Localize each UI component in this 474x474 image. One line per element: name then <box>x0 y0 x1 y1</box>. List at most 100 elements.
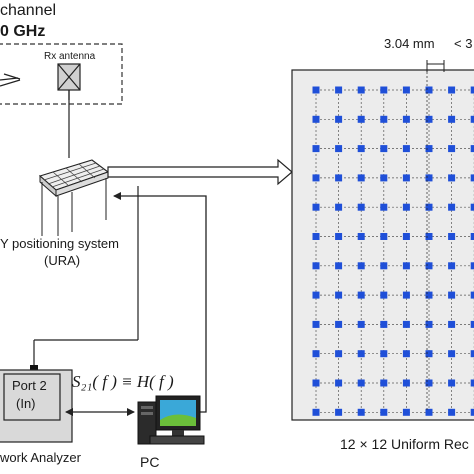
array-element <box>380 408 388 416</box>
array-element <box>402 262 410 270</box>
port-sublabel: (In) <box>16 396 36 411</box>
array-element <box>402 408 410 416</box>
pc-label: PC <box>140 454 160 470</box>
array-element <box>312 408 320 416</box>
array-element <box>402 320 410 328</box>
array-element <box>425 115 433 123</box>
array-element <box>357 379 365 387</box>
array-element <box>335 233 343 240</box>
array-element <box>335 174 343 182</box>
array-element <box>402 145 410 153</box>
array-element <box>312 350 320 358</box>
array-element <box>402 291 410 299</box>
array-element <box>402 203 410 211</box>
array-element <box>380 233 388 240</box>
array-element <box>380 350 388 358</box>
array-element <box>335 291 343 299</box>
transfer-function-equation: S₂₁( f ) ≡ H( f ) <box>72 372 174 391</box>
array-element <box>312 291 320 299</box>
array-element <box>335 86 343 94</box>
computer-icon <box>137 395 205 445</box>
array-element <box>357 86 365 94</box>
array-element <box>448 115 456 123</box>
array-element <box>448 320 456 328</box>
array-element <box>312 379 320 387</box>
port-connector <box>30 365 38 371</box>
array-element <box>448 174 456 182</box>
rx-antenna-label: Rx antenna <box>44 51 96 62</box>
antenna-element-icon <box>57 63 81 100</box>
array-element <box>448 408 456 416</box>
array-element <box>448 86 456 94</box>
array-element <box>357 145 365 153</box>
array-element <box>448 379 456 387</box>
array-element <box>380 320 388 328</box>
array-element <box>402 86 410 94</box>
array-element <box>380 86 388 94</box>
array-element <box>357 115 365 123</box>
channel-box <box>0 43 123 105</box>
array-element <box>470 86 474 94</box>
ura-caption: 12 × 12 Uniform Rec <box>340 436 469 452</box>
array-element <box>335 408 343 416</box>
array-element <box>335 145 343 153</box>
control-line <box>113 192 207 413</box>
array-element <box>312 174 320 182</box>
array-element <box>425 408 433 416</box>
positioning-system-label: Y positioning system <box>0 236 119 251</box>
array-element <box>380 115 388 123</box>
positioning-system-sublabel: (URA) <box>44 253 81 268</box>
array-element <box>448 291 456 299</box>
array-element <box>312 262 320 270</box>
array-element <box>470 203 474 211</box>
array-element <box>470 145 474 153</box>
ura-grid <box>312 86 474 416</box>
array-element <box>357 408 365 416</box>
array-element <box>312 145 320 153</box>
array-element <box>448 233 456 240</box>
array-element <box>335 379 343 387</box>
array-element <box>425 233 433 240</box>
array-element <box>425 379 433 387</box>
array-element <box>402 115 410 123</box>
array-element <box>425 145 433 153</box>
array-element <box>335 115 343 123</box>
array-element <box>425 320 433 328</box>
network-analyzer-label: work Analyzer <box>0 450 81 465</box>
array-element <box>470 379 474 387</box>
array-element <box>402 174 410 182</box>
array-element <box>357 350 365 358</box>
array-element <box>380 379 388 387</box>
array-element <box>448 203 456 211</box>
array-element <box>380 203 388 211</box>
array-element <box>470 408 474 416</box>
array-element <box>357 203 365 211</box>
array-element <box>380 262 388 270</box>
array-element <box>335 203 343 211</box>
array-element <box>402 379 410 387</box>
array-element <box>312 320 320 328</box>
mapping-arrow <box>107 158 293 186</box>
array-element <box>448 262 456 270</box>
spacing-marker <box>426 60 445 412</box>
array-element <box>470 262 474 270</box>
array-element <box>425 174 433 182</box>
port-box <box>3 373 61 421</box>
spacing-label: 3.04 mm <box>384 36 435 51</box>
array-element <box>335 320 343 328</box>
array-element <box>470 233 474 240</box>
array-element <box>380 174 388 182</box>
ura-panel <box>291 69 474 421</box>
channel-title: channel <box>0 2 57 19</box>
array-element <box>357 320 365 328</box>
array-element <box>357 291 365 299</box>
array-element <box>357 174 365 182</box>
array-element <box>470 320 474 328</box>
array-element <box>312 86 320 94</box>
array-element <box>312 233 320 240</box>
array-element <box>448 350 456 358</box>
array-element <box>312 203 320 211</box>
port-label: Port 2 <box>12 378 47 393</box>
array-element <box>402 350 410 358</box>
